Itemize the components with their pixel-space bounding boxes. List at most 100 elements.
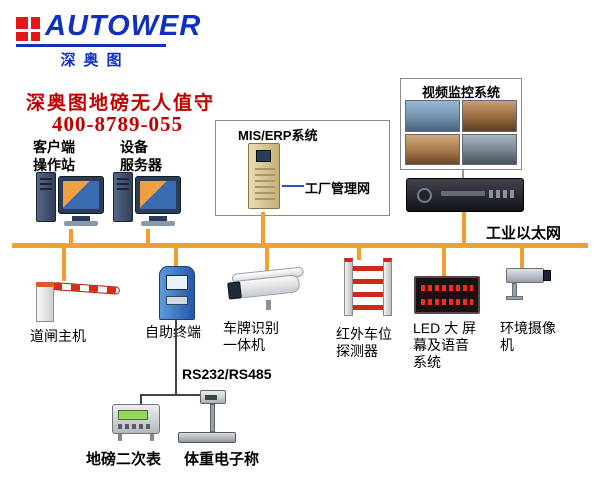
led-text-row <box>421 299 473 305</box>
camera-lens <box>543 270 551 281</box>
video-feed-thumbnail <box>462 100 517 132</box>
ethernet-connector <box>265 248 269 274</box>
equipment-server-icon <box>113 172 183 230</box>
led-screen-icon <box>414 276 480 314</box>
camera-bracket <box>266 300 271 310</box>
scale-platform <box>178 432 236 443</box>
mis-erp-box: MIS/ERP系统 工厂管理网 <box>215 120 390 216</box>
kiosk-icon <box>156 266 198 320</box>
serial-wire <box>140 394 142 404</box>
indicator-leg <box>118 434 122 441</box>
logo-underline <box>16 44 166 47</box>
barrier-arm <box>51 282 121 295</box>
video-dvr-link <box>462 170 464 178</box>
ethernet-connector <box>357 248 361 260</box>
mis-server-icon <box>248 143 280 209</box>
pc-monitor <box>135 176 181 214</box>
camera-body <box>506 268 544 283</box>
barrier-gate-icon <box>34 280 122 324</box>
label-line: 探测器 <box>336 343 378 359</box>
pc-monitor <box>58 176 104 214</box>
ethernet-connector <box>62 248 66 281</box>
label-line: 客户端 <box>33 139 75 155</box>
label-line: 机 <box>500 337 514 353</box>
ethernet-connector <box>462 212 466 243</box>
label-client-workstation: 客户端 操作站 <box>33 138 75 174</box>
ethernet-connector <box>174 248 178 266</box>
ethernet-connector <box>146 229 150 243</box>
dvr-panel-strip <box>441 191 485 196</box>
weighbridge-indicator-icon <box>110 402 164 444</box>
label-led-voice-system: LED 大 屏 幕及语音 系统 <box>413 320 476 371</box>
client-workstation-icon <box>36 172 106 230</box>
label-line: 红外车位 <box>336 326 392 342</box>
camera-bracket <box>512 283 517 297</box>
label-line: 车牌识别 <box>223 320 279 336</box>
indicator-leg <box>150 434 154 441</box>
pc-screen <box>140 181 176 209</box>
mis-erp-title: MIS/ERP系统 <box>238 128 318 143</box>
video-surveillance-box: 视频监控系统 <box>400 78 522 170</box>
label-line: 幕及语音 <box>413 337 469 353</box>
label-line: 一体机 <box>223 337 265 353</box>
video-feed-thumbnail <box>405 100 460 132</box>
ethernet-bus <box>12 243 588 248</box>
label-equipment-server: 设备 服务器 <box>120 138 162 174</box>
label-self-service-terminal: 自助终端 <box>145 324 201 341</box>
video-box-title: 视频监控系统 <box>421 85 500 100</box>
ethernet-bus-label: 工业以太网 <box>486 225 562 242</box>
detector-post <box>383 258 392 316</box>
pc-stand-base <box>64 221 98 226</box>
pc-stand <box>149 216 167 221</box>
scale-display-head <box>200 390 226 404</box>
video-feed-thumbnail <box>462 133 517 165</box>
label-electronic-scale: 体重电子称 <box>184 451 260 468</box>
phone-number: 400-8789-055 <box>52 112 183 136</box>
ethernet-connector <box>442 248 446 277</box>
page-title: 深奥图地磅无人值守 <box>26 93 216 114</box>
indicator-buttons <box>118 424 152 429</box>
logo-brand-text: AUTOWER <box>45 10 202 42</box>
kiosk-keypad <box>166 296 188 305</box>
pc-stand-base <box>141 221 175 226</box>
electronic-scale-icon <box>176 390 238 446</box>
label-line: 道闸主机 <box>30 328 86 344</box>
label-line: 自助终端 <box>145 324 201 340</box>
dvr-icon <box>406 178 524 212</box>
label-line: 环境摄像 <box>500 320 556 336</box>
dvr-dial <box>417 188 432 203</box>
video-feed-thumbnail <box>405 133 460 165</box>
indicator-display <box>118 410 148 420</box>
plate-camera-icon <box>226 266 312 312</box>
label-line: LED 大 屏 <box>413 320 477 336</box>
camera-mount <box>506 296 523 300</box>
kiosk-screen <box>166 275 188 290</box>
pc-tower <box>113 172 133 222</box>
environment-camera-icon <box>496 264 558 308</box>
infrared-beams <box>352 266 384 312</box>
logo-chinese-text: 深奥图 <box>60 52 130 69</box>
video-feed-grid <box>405 100 517 165</box>
label-infrared-detector: 红外车位 探测器 <box>336 326 392 360</box>
label-environment-camera: 环境摄像 机 <box>500 320 556 354</box>
pc-stand <box>72 216 90 221</box>
camera-lens <box>227 281 242 300</box>
pc-tower <box>36 172 56 222</box>
infrared-detector-icon <box>344 258 392 320</box>
ethernet-connector <box>520 248 524 270</box>
detector-post <box>344 258 353 316</box>
ethernet-connector <box>69 229 73 243</box>
label-plate-recognition: 车牌识别 一体机 <box>223 320 279 354</box>
dvr-buttons <box>489 190 515 198</box>
label-barrier-gate: 道闸主机 <box>30 328 86 345</box>
pc-screen <box>63 181 99 209</box>
logo-block: AUTOWER 深奥图 <box>16 12 201 70</box>
factory-network-label: 工厂管理网 <box>305 181 371 196</box>
label-weighbridge-indicator: 地磅二次表 <box>86 451 162 468</box>
led-text-row <box>421 285 473 291</box>
label-line: 系统 <box>413 354 441 370</box>
barrier-post <box>36 282 54 322</box>
network-link-line <box>282 185 304 187</box>
label-line: 服务器 <box>120 157 162 173</box>
